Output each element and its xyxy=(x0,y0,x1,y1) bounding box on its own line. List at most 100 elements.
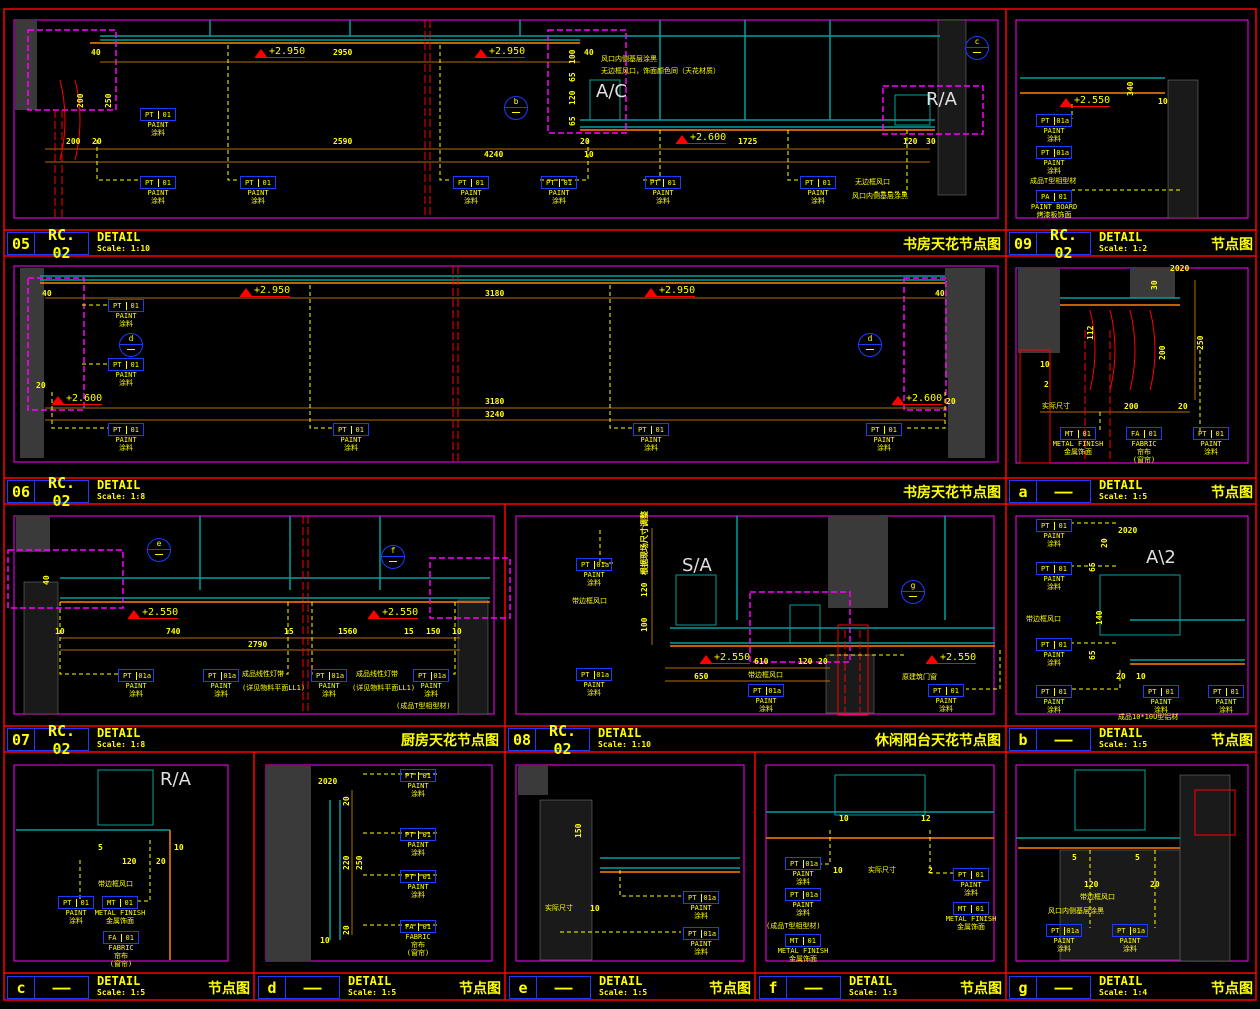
callout-sheet-dash xyxy=(512,112,520,113)
dimension-text: 610 xyxy=(754,657,769,666)
scale-label: Scale: 1:2 xyxy=(1099,244,1148,253)
dimension-text: 20 xyxy=(946,397,956,406)
drawing-title: 书房天花节点图 xyxy=(903,237,1001,253)
dimension-text: 2590 xyxy=(333,137,353,146)
elevation-value: +2.950 xyxy=(269,46,306,57)
material-number: 01 xyxy=(124,898,133,907)
dimension-text: 40 xyxy=(584,48,594,57)
detail-label: DETAIL xyxy=(599,974,643,988)
detail-callout-bubble[interactable]: g xyxy=(901,580,925,604)
material-code: PT xyxy=(141,178,159,187)
dimension-text: 200 xyxy=(1158,345,1167,360)
dimension-text: 30 xyxy=(926,137,936,146)
detail-callout-bubble[interactable]: f xyxy=(381,545,405,569)
dimension-text: 10 xyxy=(833,866,843,875)
material-name-en: FABRIC xyxy=(108,944,134,952)
material-code: PT xyxy=(867,425,885,434)
dimension-text: 40 xyxy=(935,289,945,298)
material-name-cn: 涂料 xyxy=(69,917,83,925)
dimension-text: 10 xyxy=(584,150,594,159)
detail-label: DETAIL xyxy=(348,974,392,988)
material-code: PT xyxy=(929,686,947,695)
elevation-triangle-icon xyxy=(475,49,487,57)
detail-callout-bubble[interactable]: b xyxy=(504,96,528,120)
material-number: 01 xyxy=(422,830,431,839)
material-code: PT xyxy=(542,178,560,187)
dimension-text: 20 xyxy=(342,925,351,935)
dimension-text: 5 xyxy=(1135,853,1140,862)
material-name-cn: 涂料 xyxy=(424,690,438,698)
annotation-note: 带边框风口 xyxy=(572,597,607,605)
material-name-en: PAINT xyxy=(1150,698,1172,706)
material-number: 01 xyxy=(1058,687,1067,696)
dimension-text: 5 xyxy=(98,843,103,852)
elevation-marker: +2.550 xyxy=(926,652,977,664)
dimension-text: 65 xyxy=(1088,650,1097,660)
material-name-cn: 涂料 xyxy=(1047,583,1061,591)
elevation-triangle-icon xyxy=(128,610,140,618)
dimension-text: 100 xyxy=(640,617,649,632)
detail-callout-bubble[interactable]: c xyxy=(965,36,989,60)
material-code: PT xyxy=(786,890,804,899)
annotation-note: (详见物料平面LL1) xyxy=(352,684,416,692)
elevation-triangle-icon xyxy=(368,610,380,618)
material-number: 01 xyxy=(667,178,676,187)
material-name-en: PAINT BOARD xyxy=(1030,203,1078,211)
detail-number: b xyxy=(1010,729,1037,750)
scale-label: Scale: 1:10 xyxy=(598,740,651,749)
drawing-title: 厨房天花节点图 xyxy=(401,733,499,749)
material-code: PT xyxy=(401,771,419,780)
material-name-cn: 涂料 xyxy=(1047,540,1061,548)
material-number: 01 xyxy=(822,178,831,187)
elevation-value: +2.550 xyxy=(1074,95,1111,106)
scale-label: Scale: 1:3 xyxy=(849,988,898,997)
material-number: 01 xyxy=(1058,192,1067,201)
detail-number: f xyxy=(760,977,787,998)
annotation-note: (成品T型相型材) xyxy=(396,702,451,710)
elevation-value: +2.550 xyxy=(142,607,179,618)
material-code: PT xyxy=(1037,640,1055,649)
detail-callout-bubble[interactable]: e xyxy=(147,538,171,562)
dimension-text: 15 xyxy=(284,627,294,636)
material-number: 01a xyxy=(1132,926,1146,935)
dimension-text: 10 xyxy=(1136,672,1146,681)
detail-callout-bubble[interactable]: d xyxy=(119,333,143,357)
dimension-text: 10 xyxy=(839,814,849,823)
dimension-text: 740 xyxy=(166,627,181,636)
annotation-note: 风口内侧基层涂黑 xyxy=(601,55,657,63)
finish-lines xyxy=(40,42,1245,960)
dimension-text: 120 xyxy=(640,582,649,597)
material-code: PT xyxy=(59,898,77,907)
detail-callout-bubble[interactable]: d xyxy=(858,333,882,357)
dimension-text: 10 xyxy=(320,936,330,945)
material-name-cn: 涂料 xyxy=(119,444,133,452)
elevation-value: +2.550 xyxy=(940,652,977,663)
material-number: 01 xyxy=(975,870,984,879)
material-code: FA xyxy=(1127,429,1145,438)
material-name-en: PAINT xyxy=(1043,651,1065,659)
sheet-reference: —— xyxy=(804,978,823,997)
material-name-en: PAINT xyxy=(583,571,605,579)
dimension-text: 250 xyxy=(1196,335,1205,350)
dimension-text: 10 xyxy=(590,904,600,913)
